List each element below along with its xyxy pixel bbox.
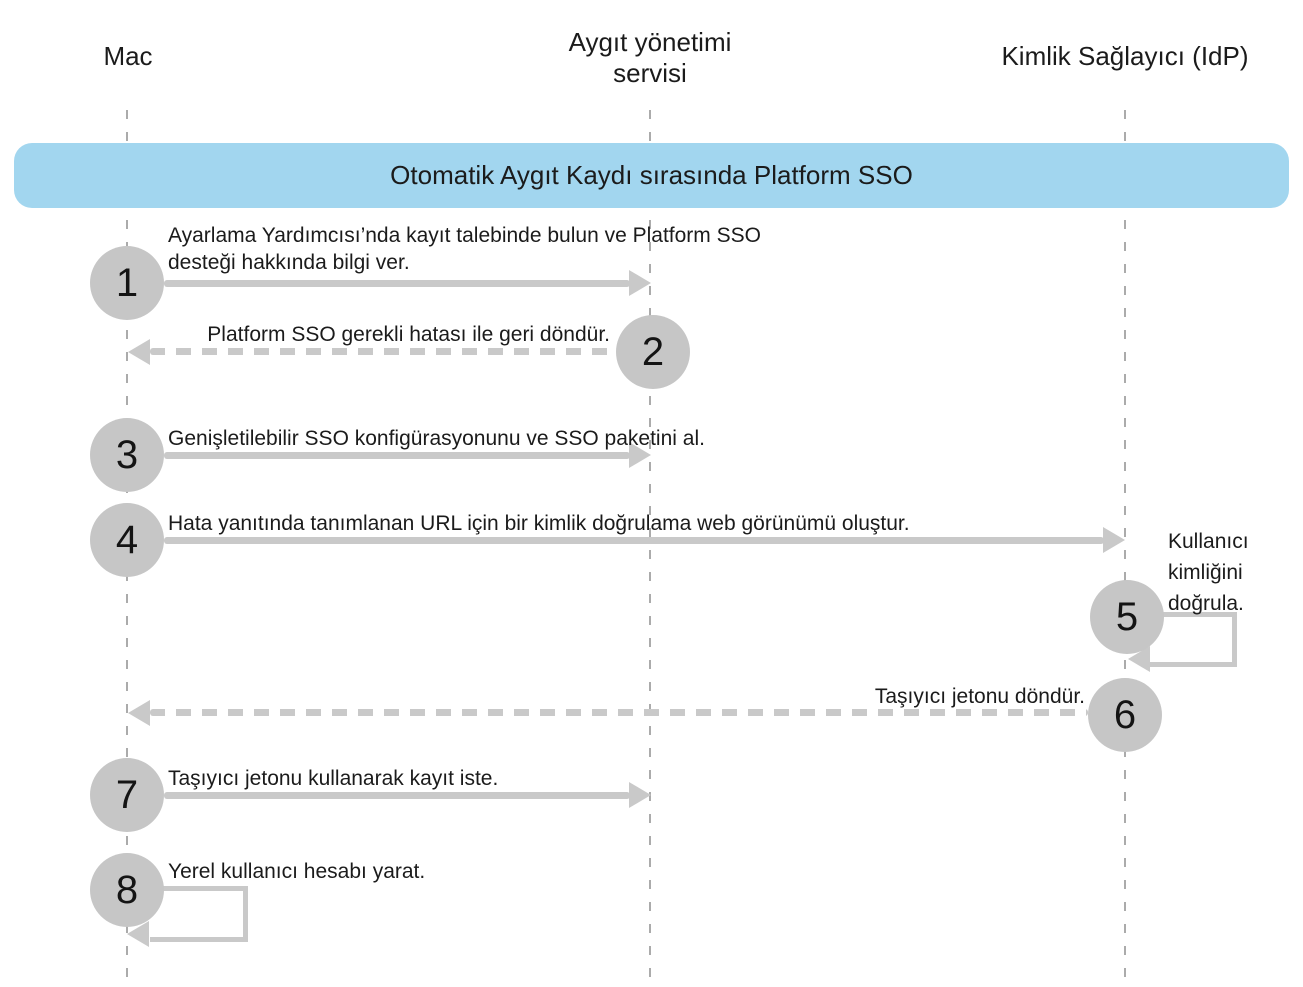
step-2-arrowhead-left-icon	[128, 339, 150, 365]
step-7-arrowhead-right-icon	[629, 782, 651, 808]
step-7-badge: 7	[90, 758, 164, 832]
step-7-number: 7	[115, 772, 139, 817]
step-1-number: 1	[115, 260, 139, 305]
step-2-arrow-line	[150, 348, 616, 355]
step-6-arrow-line	[150, 709, 1088, 716]
step-8-label: Yerel kullanıcı hesabı yarat.	[168, 860, 426, 883]
step-8-self-loop	[150, 886, 248, 942]
step-3-number: 3	[115, 432, 139, 477]
step-5-number: 5	[1115, 594, 1139, 639]
step-4-arrow-line	[164, 537, 1104, 544]
step-4-label: Hata yanıtında tanımlanan URL için bir k…	[168, 512, 910, 535]
step-6-label: Taşıyıcı jetonu döndür.	[874, 685, 1085, 708]
step-2-number: 2	[641, 329, 665, 374]
step-3-arrowhead-right-icon	[629, 442, 651, 468]
lifeline-identity-provider	[1124, 110, 1126, 977]
step-6-number: 6	[1113, 692, 1137, 737]
step-1-arrowhead-right-icon	[629, 270, 651, 296]
step-5-self-loop	[1150, 612, 1237, 667]
step-1-arrow-line	[164, 280, 630, 287]
step-5-label: Kullanıcı kimliğini doğrula.	[1168, 530, 1249, 615]
step-2-badge: 2	[616, 315, 690, 389]
step-8-number: 8	[115, 867, 139, 912]
step-1-label: Ayarlama Yardımcısı’nda kayıt talebinde …	[168, 224, 761, 274]
step-6-badge: 6	[1088, 678, 1162, 752]
lane-label-identity-provider: Kimlik Sağlayıcı (IdP)	[1001, 41, 1249, 71]
step-7-label: Taşıyıcı jetonu kullanarak kayıt iste.	[168, 767, 499, 790]
step-3-label: Genişletilebilir SSO konfigürasyonunu ve…	[168, 427, 705, 450]
step-1-badge: 1	[90, 246, 164, 320]
step-5-badge: 5	[1090, 580, 1164, 654]
step-3-arrow-line	[164, 452, 630, 459]
lane-label-device-management-service: Aygıt yönetimi servisi	[568, 27, 732, 88]
step-2-label: Platform SSO gerekli hatası ile geri dön…	[207, 323, 610, 346]
step-4-number: 4	[115, 517, 139, 562]
step-8-arrowhead-left-icon	[127, 921, 149, 947]
step-6-arrowhead-left-icon	[128, 700, 150, 726]
lane-label-mac: Mac	[103, 41, 153, 71]
step-4-badge: 4	[90, 503, 164, 577]
banner: Otomatik Aygıt Kaydı sırasında Platform …	[14, 143, 1289, 208]
step-4-arrowhead-right-icon	[1103, 527, 1125, 553]
banner-title: Otomatik Aygıt Kaydı sırasında Platform …	[390, 160, 913, 190]
step-8-badge: 8	[90, 853, 164, 927]
step-7-arrow-line	[164, 792, 630, 799]
step-3-badge: 3	[90, 418, 164, 492]
